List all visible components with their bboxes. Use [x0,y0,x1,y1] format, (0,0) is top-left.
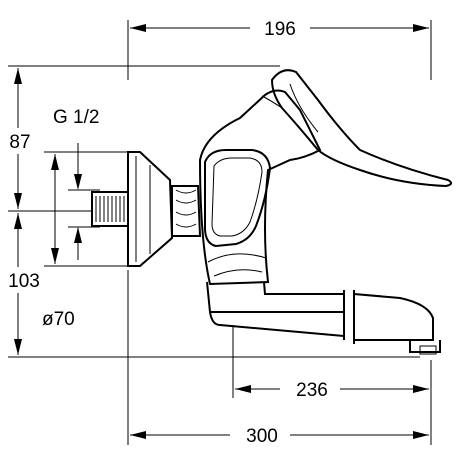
faucet-body [198,89,322,286]
dimension-300-label: 300 [246,426,278,447]
lever-handle [261,69,452,188]
dimension-236: 236 [232,325,432,402]
rosette-diameter-label: ø70 [42,309,75,330]
dimension-103: 103 [4,213,46,355]
thread-label: G 1/2 [53,107,99,128]
dimension-87-label: 87 [9,132,30,153]
dimension-103-label: 103 [8,271,40,292]
dimension-196: 196 [127,14,432,80]
dimension-196-label: 196 [264,19,296,40]
dimension-87: 87 [4,68,34,209]
dimension-300: 300 [127,270,432,448]
wall-rosette [127,151,174,267]
threaded-connector [91,191,129,227]
dimension-rosette: ø70 [42,151,128,330]
aerator [409,340,441,355]
left-extension-lines [8,65,420,358]
dimension-thread: G 1/2 [53,107,100,260]
coupling-nut [171,185,202,237]
dimension-236-label: 236 [296,380,328,401]
spout [206,281,434,344]
